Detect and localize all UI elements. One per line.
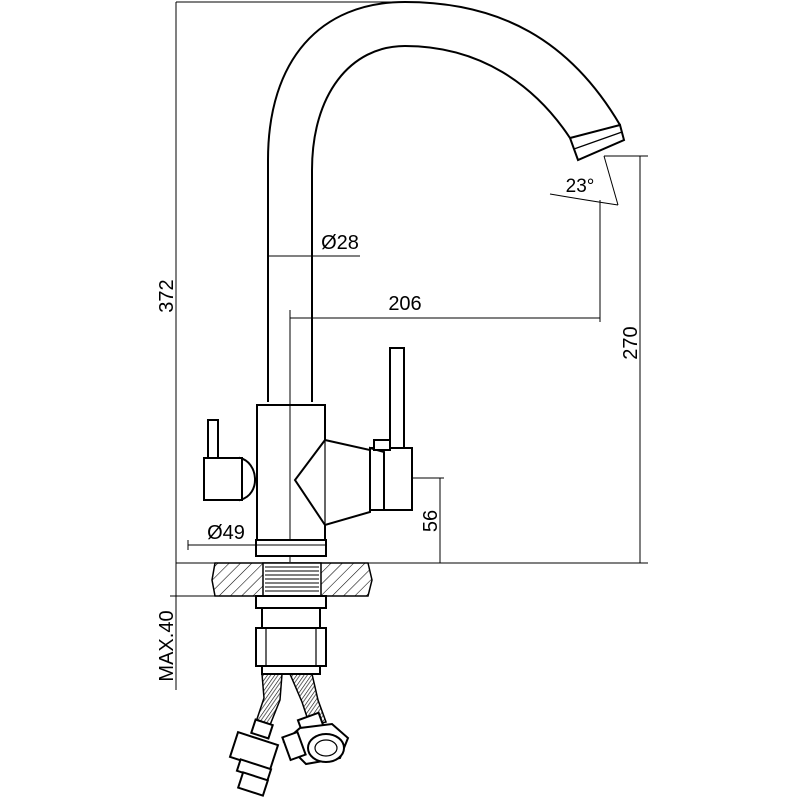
- label-pipe-diameter: Ø28: [321, 232, 359, 254]
- countertop: [211, 562, 373, 597]
- label-total-height: 372: [156, 279, 178, 312]
- dimension-labels: 372 270 206 Ø28 Ø49 56 23° MAX.40: [156, 176, 642, 682]
- mixer-body: [255, 310, 371, 562]
- label-spout-angle: 23°: [566, 176, 595, 197]
- label-spout-height: 270: [620, 326, 642, 359]
- supply-hoses: [228, 673, 350, 797]
- right-handle: [369, 347, 413, 511]
- label-spout-reach: 206: [388, 293, 421, 315]
- label-base-diameter: Ø49: [207, 522, 245, 544]
- label-handle-height: 56: [420, 510, 442, 532]
- left-hose-connector: [228, 718, 280, 797]
- aerator: [568, 123, 626, 162]
- spout: [267, 0, 626, 402]
- left-handle: [203, 419, 256, 502]
- dimension-lines: [170, 1, 648, 690]
- label-max-deck-thickness: MAX.40: [156, 610, 178, 681]
- under-counter-mount: [255, 595, 327, 675]
- right-hose-connector: [281, 711, 350, 766]
